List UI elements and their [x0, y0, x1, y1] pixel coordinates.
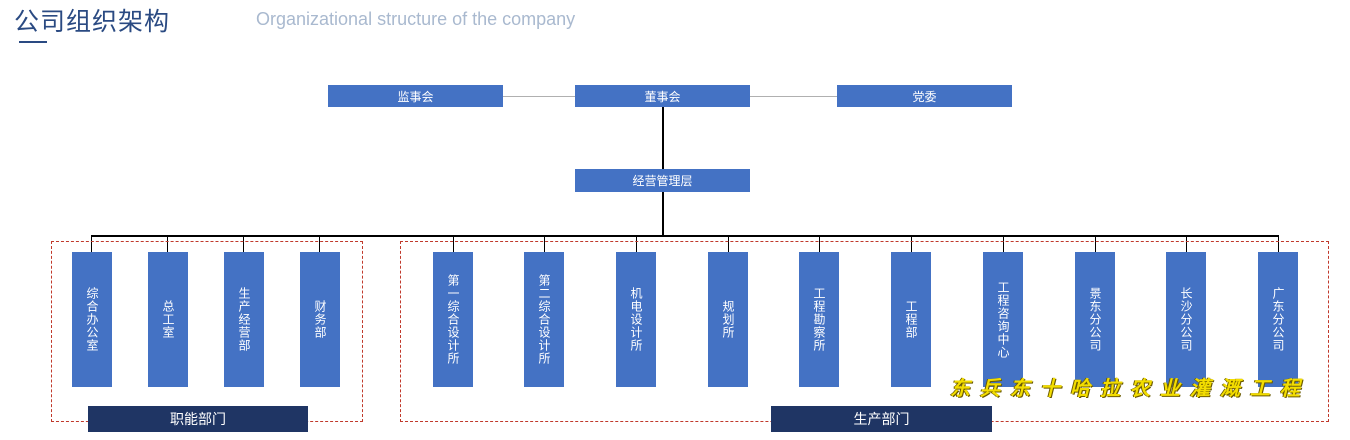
connector-board-party — [750, 96, 837, 97]
functional-unit: 生产经营部 — [224, 252, 264, 387]
board-of-directors-box: 董事会 — [575, 85, 750, 107]
production-unit-label: 工程部 — [904, 300, 918, 339]
production-unit-label: 长沙分公司 — [1179, 287, 1193, 352]
production-group-label: 生产部门 — [771, 406, 992, 432]
production-unit: 工程勘察所 — [799, 252, 839, 387]
drop-production-2 — [544, 235, 545, 252]
management-box: 经营管理层 — [575, 169, 750, 192]
functional-unit: 财务部 — [300, 252, 340, 387]
production-unit: 长沙分公司 — [1166, 252, 1206, 387]
production-unit: 第一综合设计所 — [433, 252, 473, 387]
production-unit: 机电设计所 — [616, 252, 656, 387]
production-unit-label: 广东分公司 — [1271, 287, 1285, 352]
drop-production-4 — [728, 235, 729, 252]
production-unit: 广东分公司 — [1258, 252, 1298, 387]
connector-horizontal-bus — [92, 235, 1279, 237]
connector-management-trunk — [662, 192, 664, 236]
drop-production-9 — [1186, 235, 1187, 252]
page-subtitle: Organizational structure of the company — [256, 9, 576, 29]
connector-supervisory-board — [503, 96, 575, 97]
production-unit-label: 第二综合设计所 — [537, 274, 551, 365]
production-unit: 景东分公司 — [1075, 252, 1115, 387]
production-unit-label: 机电设计所 — [629, 287, 643, 352]
drop-production-6 — [911, 235, 912, 252]
functional-unit: 总工室 — [148, 252, 188, 387]
page-title: 公司组织架构 — [14, 7, 171, 36]
drop-production-10 — [1278, 235, 1279, 252]
drop-functional-4 — [319, 235, 320, 252]
production-unit: 规划所 — [708, 252, 748, 387]
supervisory-board-box: 监事会 — [328, 85, 503, 107]
drop-production-7 — [1003, 235, 1004, 252]
production-unit-label: 第一综合设计所 — [446, 274, 460, 365]
functional-unit-label: 总工室 — [161, 300, 175, 339]
production-unit: 工程咨询中心 — [983, 252, 1023, 387]
functional-group-label: 职能部门 — [88, 406, 308, 432]
drop-functional-2 — [167, 235, 168, 252]
drop-production-3 — [636, 235, 637, 252]
functional-unit-label: 财务部 — [313, 300, 327, 339]
production-unit: 工程部 — [891, 252, 931, 387]
drop-functional-3 — [243, 235, 244, 252]
party-committee-box: 党委 — [837, 85, 1012, 107]
functional-unit-label: 综合办公室 — [85, 287, 99, 352]
connector-board-management — [662, 107, 664, 169]
drop-production-1 — [453, 235, 454, 252]
drop-production-5 — [819, 235, 820, 252]
production-unit: 第二综合设计所 — [524, 252, 564, 387]
functional-unit-label: 生产经营部 — [237, 287, 251, 352]
production-unit-label: 景东分公司 — [1088, 287, 1102, 352]
production-unit-label: 工程咨询中心 — [996, 280, 1010, 359]
title-underline — [19, 41, 47, 43]
production-unit-label: 规划所 — [721, 300, 735, 339]
watermark-text: 东兵东十哈拉农业灌溉工程 — [950, 376, 1310, 400]
drop-production-8 — [1095, 235, 1096, 252]
production-unit-label: 工程勘察所 — [812, 287, 826, 352]
drop-functional-1 — [91, 235, 92, 252]
functional-unit: 综合办公室 — [72, 252, 112, 387]
